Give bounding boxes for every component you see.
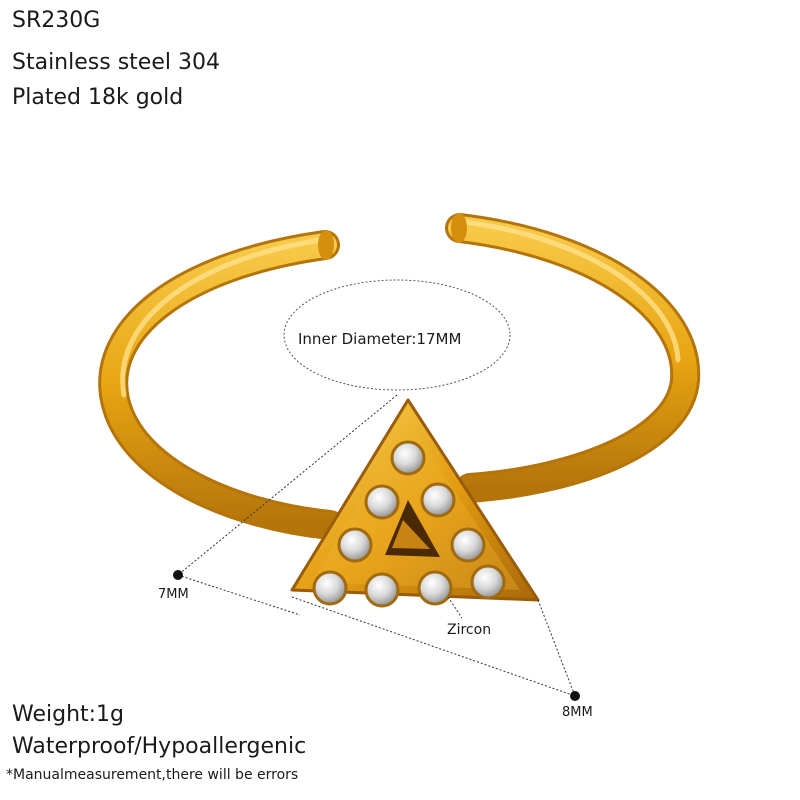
sku-code: SR230G [12,8,101,33]
zircon-stone [390,440,426,476]
material-text: Stainless steel 304 [12,50,220,75]
dimension-7mm-label: 7MM [158,587,189,602]
disclaimer-text: *Manualmeasurement,there will be errors [6,767,299,783]
ring-band [98,213,701,540]
zircon-stones [312,440,506,608]
weight-text: Weight:1g [12,702,125,727]
zircon-stone [364,484,400,520]
dimension-8mm-label: 8MM [562,705,593,720]
zircon-stone [417,570,453,606]
zircon-stone [450,527,486,563]
zircon-stone [470,564,506,600]
dimension-lines [177,394,576,697]
zircon-stone [364,572,400,608]
zircon-label: Zircon [447,622,492,638]
dimension-point-8mm [570,691,580,701]
zircon-stone [337,527,373,563]
plating-text: Plated 18k gold [12,85,184,110]
inner-diameter-label: Inner Diameter:17MM [298,330,462,348]
features-text: Waterproof/Hypoallergenic [12,734,307,759]
zircon-stone [420,482,456,518]
zircon-stone [312,570,348,606]
dimension-point-7mm [173,570,183,580]
inner-diameter-outline [283,279,511,391]
